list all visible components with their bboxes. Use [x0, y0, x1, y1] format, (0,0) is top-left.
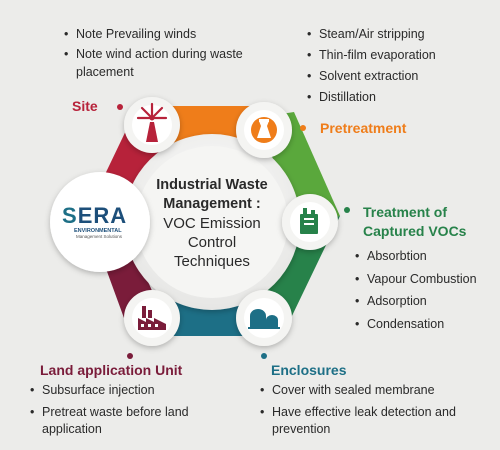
company-logo: SERA ENVIRONMENTAL Management Solutions	[62, 203, 142, 240]
list-item: Condensation	[353, 313, 498, 336]
list-item: Adsorption	[353, 290, 498, 313]
site-marker-dot	[117, 104, 123, 110]
center-title-line-1: Industrial Waste	[156, 177, 268, 193]
flask-icon	[251, 117, 277, 143]
center-title-line-5: Techniques	[174, 253, 250, 270]
site-label: Site	[72, 98, 98, 114]
windmill-icon	[136, 102, 168, 142]
logo-circle	[50, 172, 150, 272]
treatment-list: Absorbtion Vapour Combustion Adsorption …	[353, 245, 498, 335]
treatment-label-line-1: Treatment of	[363, 204, 448, 220]
logo-letter-s: S	[62, 203, 78, 228]
logo-letters: ERA	[77, 203, 128, 228]
list-item: Distillation	[305, 87, 495, 108]
list-item: Note Prevailing winds	[62, 24, 262, 45]
list-item: Vapour Combustion	[353, 268, 498, 291]
enclosures-label: Enclosures	[271, 362, 347, 378]
list-item: Subsurface injection	[28, 380, 208, 401]
tank-icon	[300, 208, 318, 234]
treatment-marker-dot	[344, 207, 350, 213]
logo-subtitle: ENVIRONMENTAL	[74, 228, 122, 234]
logo-tagline: Management Solutions	[76, 234, 123, 239]
center-title-line-4: Control	[187, 234, 237, 251]
storage-tanks-icon	[248, 309, 280, 329]
land-list: Subsurface injection Pretreat waste befo…	[28, 380, 208, 438]
enclosures-marker-dot	[261, 353, 267, 359]
pretreatment-label: Pretreatment	[320, 120, 407, 136]
land-marker-dot	[127, 353, 133, 359]
list-item: Note wind action during waste placement	[62, 45, 262, 81]
list-item: Have effective leak detection and preven…	[258, 404, 458, 438]
center-title-line-2: Management :	[163, 196, 261, 212]
factory-icon	[138, 306, 166, 330]
list-item: Pretreat waste before land application	[28, 404, 208, 438]
segment-site-pretreatment	[152, 106, 264, 144]
list-item: Cover with sealed membrane	[258, 380, 458, 401]
land-label: Land application Unit	[40, 362, 183, 378]
list-item: Steam/Air stripping	[305, 24, 495, 45]
enclosures-list: Cover with sealed membrane Have effectiv…	[258, 380, 458, 438]
pretreatment-list: Steam/Air stripping Thin-film evaporatio…	[305, 24, 495, 108]
treatment-label: Treatment of Captured VOCs	[363, 203, 466, 241]
center-title: Industrial Waste Management : VOC Emissi…	[142, 176, 282, 271]
treatment-label-line-2: Captured VOCs	[363, 223, 467, 239]
list-item: Solvent extraction	[305, 66, 495, 87]
list-item: Thin-film evaporation	[305, 45, 495, 66]
center-title-line-3: VOC Emission	[163, 215, 261, 232]
list-item: Absorbtion	[353, 245, 498, 268]
site-list: Note Prevailing winds Note wind action d…	[62, 24, 262, 81]
pretreatment-marker-dot	[300, 125, 306, 131]
